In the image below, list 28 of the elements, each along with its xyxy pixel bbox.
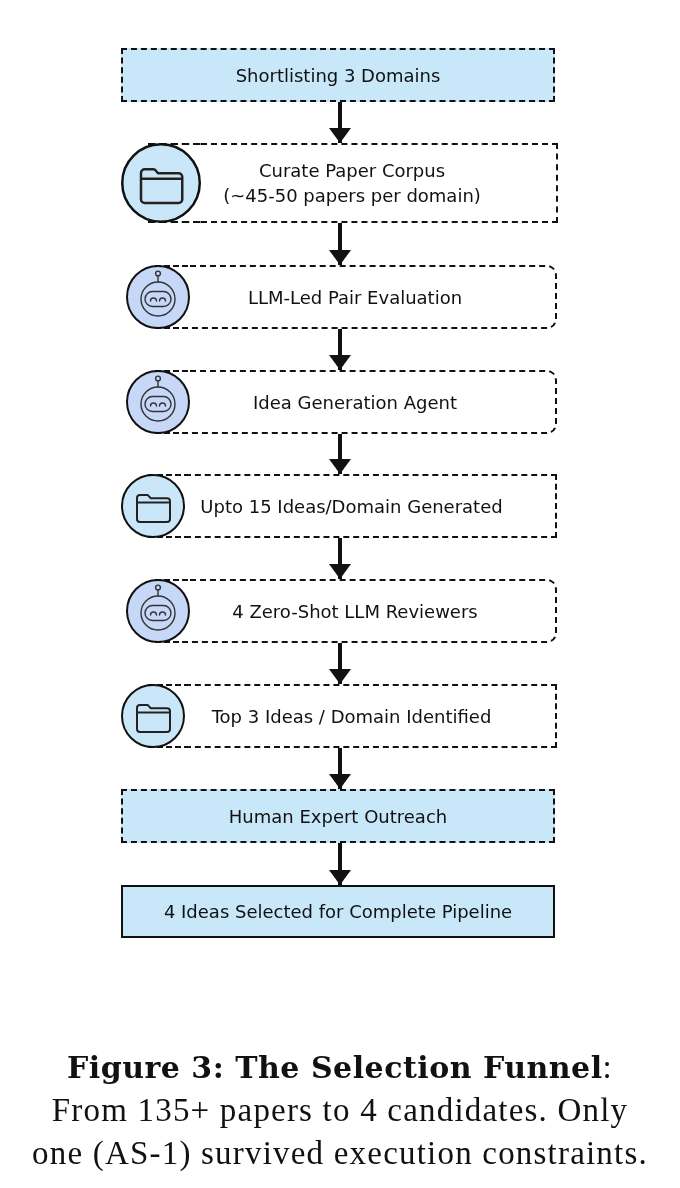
arrow [329, 748, 351, 789]
process-box [185, 474, 557, 538]
step-label: Shortlisting 3 Domains [235, 63, 441, 88]
process-box [121, 885, 555, 938]
arrow [329, 329, 351, 370]
step-label: Curate Paper Corpus [258, 159, 446, 183]
arrow [329, 538, 351, 579]
step-label: 4 Ideas Selected for Complete Pipeline [163, 900, 513, 924]
step-label: Upto 15 Ideas/Domain Generated [200, 494, 503, 519]
step-label: 4 Zero-Shot LLM Reviewers [232, 599, 478, 624]
step-note: (~45-50 papers per domain) [223, 184, 481, 208]
step-label: Top 3 Ideas / Domain Identified [211, 704, 492, 729]
arrow [329, 843, 351, 885]
process-box [121, 789, 555, 843]
step-label: Human Expert Outreach [228, 804, 448, 829]
process-box [121, 48, 555, 102]
figure-caption: Figure 3: The Selection Funnel: From 135+ papers to 4 candidates. Only one (AS-1) survived execution constraints. [31, 1048, 649, 1173]
process-box [190, 265, 557, 329]
arrow [329, 434, 351, 474]
arrow [329, 223, 351, 265]
arrow [329, 102, 351, 143]
step-label: LLM-Led Pair Evaluation [247, 285, 463, 310]
process-box [185, 684, 557, 748]
arrow [329, 643, 351, 684]
process-box [190, 370, 557, 434]
step-label: Idea Generation Agent [253, 390, 457, 415]
process-box [201, 143, 558, 223]
process-box [190, 579, 557, 643]
